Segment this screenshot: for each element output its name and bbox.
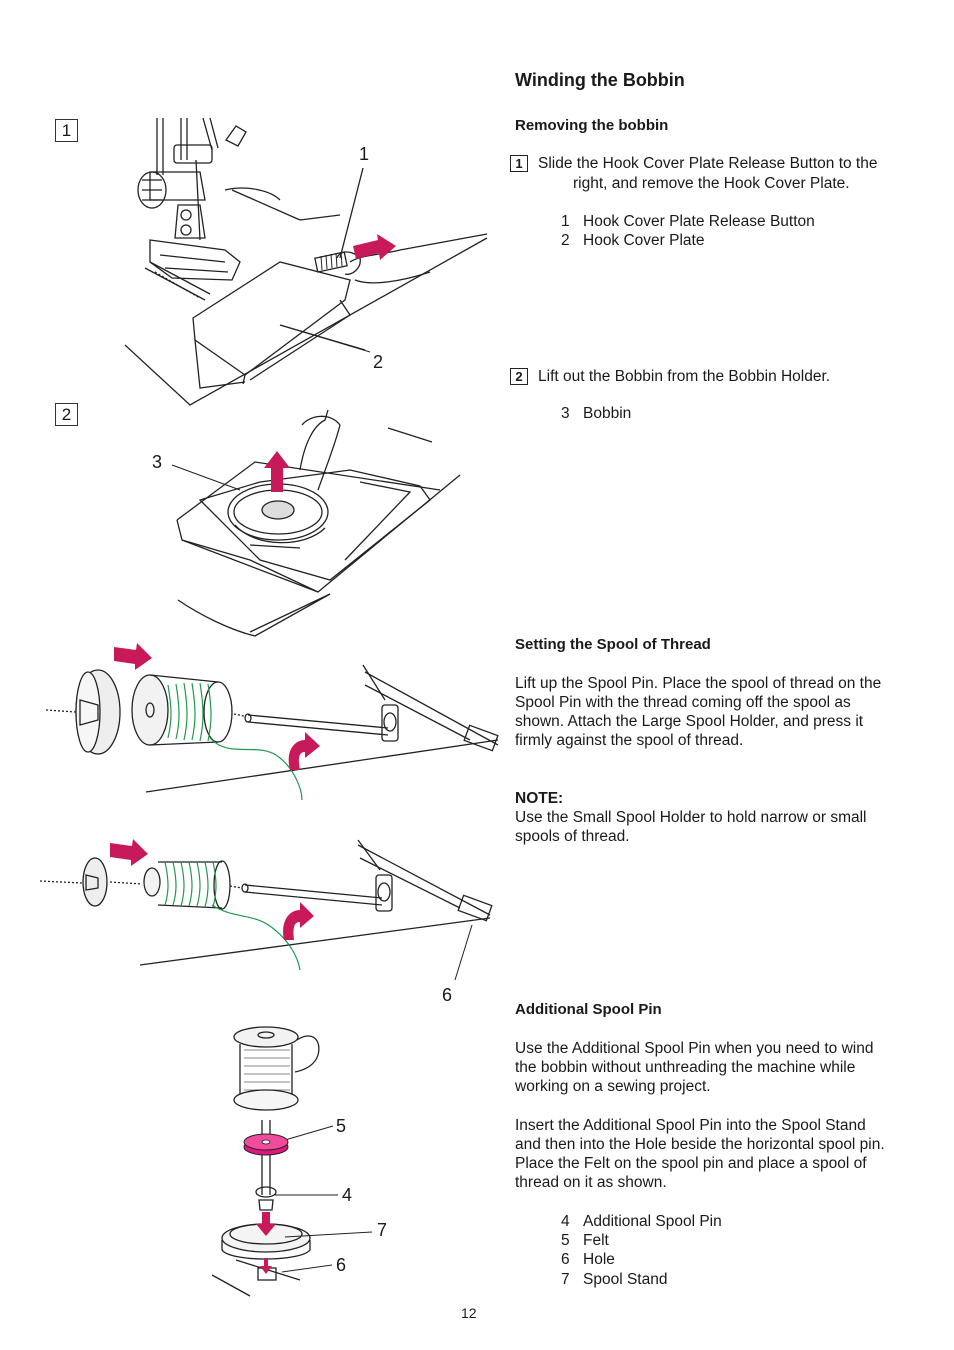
list-item-number: 4: [561, 1213, 570, 1230]
note-paragraph: Use the Small Spool Holder to hold narro…: [515, 808, 867, 846]
callout-1: 1: [359, 144, 370, 164]
callout-4: 4: [342, 1185, 353, 1205]
figure-additional-spool-pin: [211, 1026, 373, 1297]
note-line: spools of thread.: [515, 828, 630, 845]
list-item: 3 Bobbin: [561, 404, 631, 423]
spool-paragraph: Lift up the Spool Pin. Place the spool o…: [515, 674, 881, 750]
page-title: Winding the Bobbin: [515, 70, 685, 90]
step-1-box: 1: [510, 155, 528, 173]
additional-line: Place the Felt on the spool pin and plac…: [515, 1155, 867, 1172]
additional-line: Insert the Additional Spool Pin into the…: [515, 1117, 866, 1134]
heading-setting-spool: Setting the Spool of Thread: [515, 636, 711, 653]
arrow-down-spool-stand: [256, 1212, 276, 1236]
step-1-line-1: Slide the Hook Cover Plate Release Butto…: [538, 155, 878, 172]
direction-arrows: [110, 234, 396, 1274]
step-2-box: 2: [510, 368, 528, 386]
spool-line: Spool Pin with the thread coming off the…: [515, 694, 851, 711]
additional-line: Use the Additional Spool Pin when you ne…: [515, 1040, 874, 1057]
spool-line: shown. Attach the Large Spool Holder, an…: [515, 713, 864, 730]
heading-removing-bobbin: Removing the bobbin: [515, 117, 669, 134]
thread-windings-small: [164, 861, 301, 971]
list-item: 1 Hook Cover Plate Release Button: [561, 212, 815, 231]
figure-step-box-1: 1: [55, 119, 78, 142]
arrow-up-bobbin: [264, 451, 290, 492]
figure-small-spool-holder: [39, 839, 493, 981]
callout-2: 2: [373, 352, 384, 372]
list-item-label: Additional Spool Pin: [583, 1213, 722, 1230]
page-number: 12: [461, 1305, 477, 1321]
callout-3: 3: [152, 452, 163, 472]
arrow-curve-small: [283, 902, 314, 940]
arrow-down-hole: [260, 1258, 272, 1274]
list-item: 7 Spool Stand: [561, 1270, 667, 1289]
figure-bobbin-removal: [171, 409, 461, 637]
list-item-label: Spool Stand: [583, 1271, 668, 1288]
list-item: 5 Felt: [561, 1231, 609, 1250]
callout-6: 6: [336, 1255, 347, 1275]
step-number-1: 1: [510, 155, 528, 172]
list-item: 4 Additional Spool Pin: [561, 1212, 722, 1231]
note-label: NOTE:: [515, 790, 564, 807]
step-1-line-2: right, and remove the Hook Cover Plate.: [573, 175, 850, 192]
additional-line: thread on it as shown.: [515, 1174, 667, 1191]
arrow-right-large-holder: [114, 643, 152, 670]
list-item-number: 6: [561, 1251, 570, 1268]
list-item-number: 1: [561, 213, 570, 230]
arrow-curve-large: [288, 732, 320, 770]
callout-5: 5: [336, 1116, 347, 1136]
list-item-number: 7: [561, 1271, 570, 1288]
additional-paragraph-1: Use the Additional Spool Pin when you ne…: [515, 1039, 873, 1096]
list-item: 6 Hole: [561, 1250, 615, 1269]
heading-additional-spool-pin: Additional Spool Pin: [515, 1001, 662, 1018]
felt-disc: [243, 1133, 289, 1156]
list-item: 2 Hook Cover Plate: [561, 231, 704, 250]
callout-7: 7: [377, 1220, 388, 1240]
figure-large-spool-holder: [45, 664, 499, 793]
note-line: Use the Small Spool Holder to hold narro…: [515, 809, 867, 826]
arrow-right-release: [353, 234, 396, 260]
additional-line: the bobbin without unthreading the machi…: [515, 1059, 856, 1076]
spool-line: Lift up the Spool Pin. Place the spool o…: [515, 675, 882, 692]
figure-step-box-2: 2: [55, 403, 78, 426]
arrow-right-small-holder: [110, 839, 148, 866]
list-item-label: Hole: [583, 1251, 615, 1268]
figure-hook-cover-plate: [124, 117, 488, 406]
step-number-2: 2: [510, 368, 528, 385]
list-item-number: 2: [561, 232, 570, 249]
callout-6-hole: 6: [442, 985, 453, 1005]
list-item-label: Felt: [583, 1232, 609, 1249]
additional-paragraph-2: Insert the Additional Spool Pin into the…: [515, 1116, 885, 1192]
list-item-label: Hook Cover Plate Release Button: [583, 213, 815, 230]
list-item-label: Hook Cover Plate: [583, 232, 705, 249]
additional-line: and then into the Hole beside the horizo…: [515, 1136, 885, 1153]
spool-line: firmly against the spool of thread.: [515, 732, 744, 749]
thread-windings-large: [167, 682, 303, 801]
step-2-line-1: Lift out the Bobbin from the Bobbin Hold…: [538, 368, 831, 385]
additional-line: working on a sewing project.: [515, 1078, 711, 1095]
list-item-number: 3: [561, 405, 570, 422]
list-item-number: 5: [561, 1232, 570, 1249]
list-item-label: Bobbin: [583, 405, 632, 422]
